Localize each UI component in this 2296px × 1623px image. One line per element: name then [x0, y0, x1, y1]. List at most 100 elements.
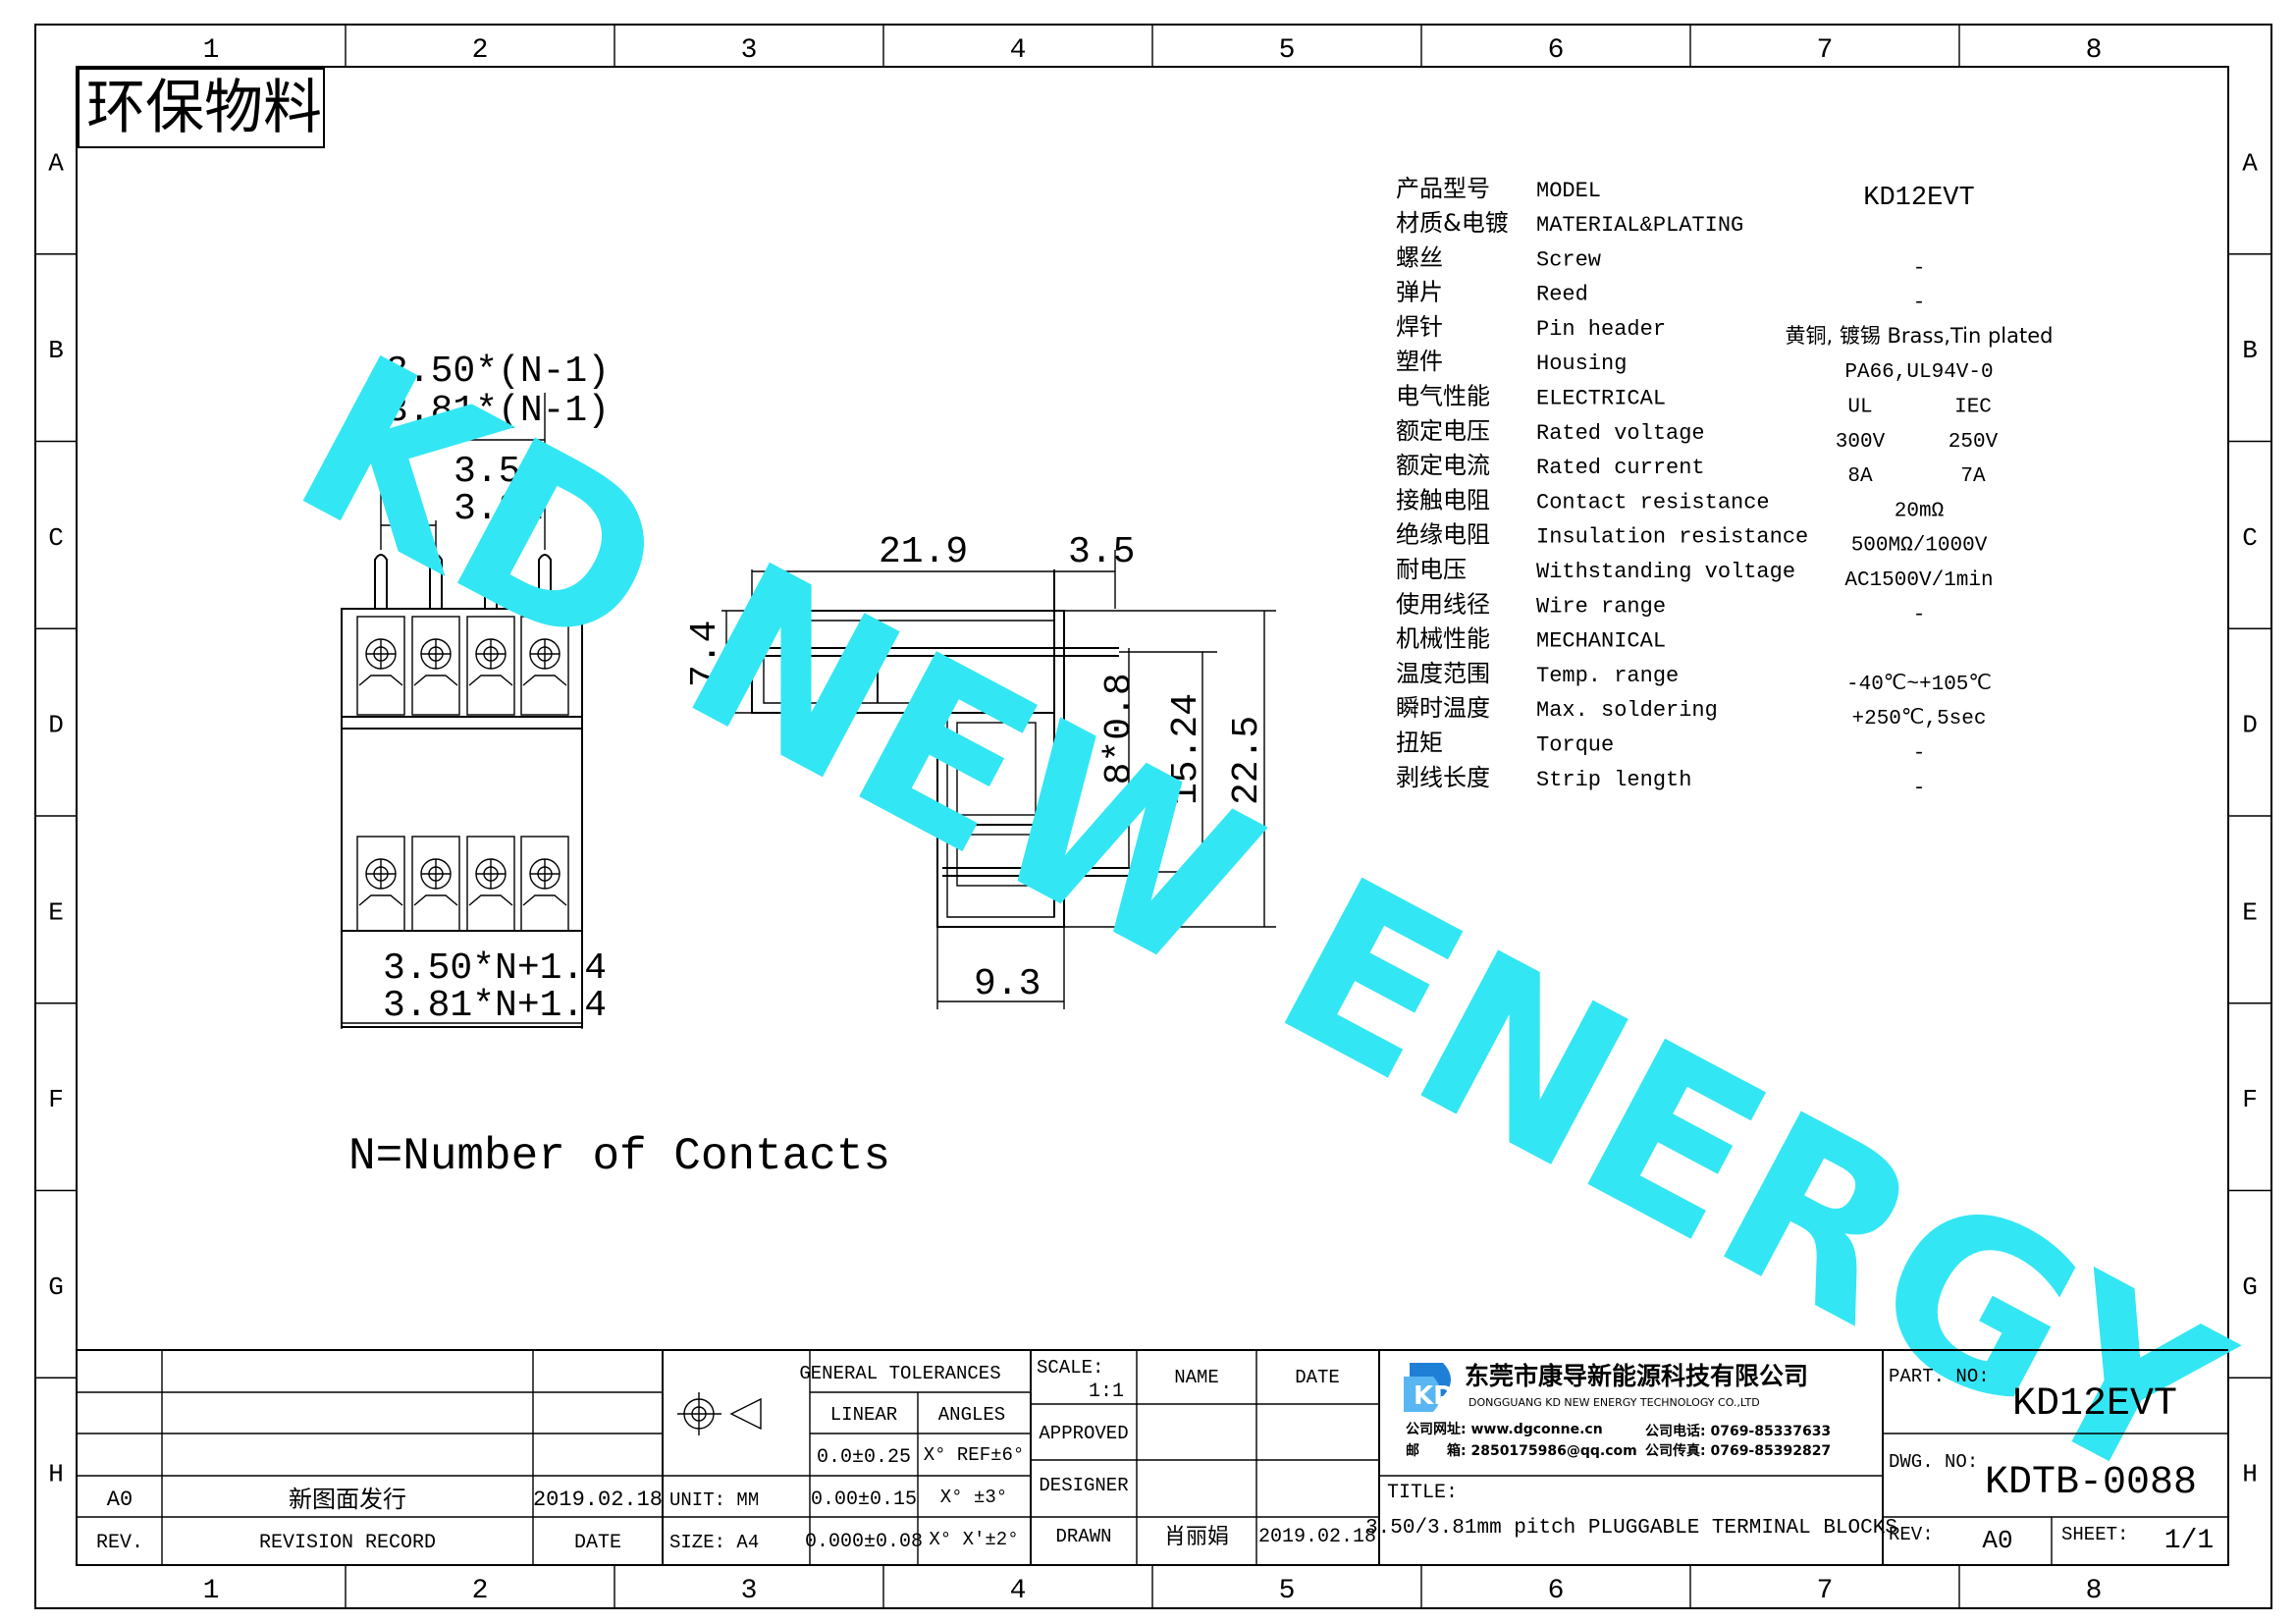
dim-width-b: 3.81*N+1.4: [383, 985, 607, 1027]
col-label-bottom: 3: [741, 1576, 758, 1606]
spec-cn: 机械性能: [1396, 625, 1490, 653]
company-logo: KD: [1404, 1363, 1455, 1412]
spec-val-2: 250V: [1949, 431, 1999, 454]
spec-en: Torque: [1536, 733, 1614, 758]
spec-en: Temp. range: [1536, 664, 1679, 688]
col-label-top: 3: [741, 35, 758, 66]
spec-en: Rated voltage: [1536, 421, 1705, 446]
row-label-left: H: [48, 1460, 64, 1489]
drawn-name: 肖丽娟: [1164, 1525, 1229, 1549]
spec-cn: 电气性能: [1396, 383, 1490, 410]
row-label-right: D: [2242, 711, 2258, 740]
sheet-label: SHEET:: [2061, 1524, 2128, 1545]
title-label: TITLE:: [1387, 1482, 1458, 1504]
spec-val: 500MΩ/1000V: [1851, 535, 1988, 558]
rev-date-label: DATE: [574, 1532, 621, 1554]
col-label-top: 7: [1817, 35, 1834, 66]
spec-cn: 瞬时温度: [1396, 694, 1490, 722]
spec-en: Max. soldering: [1536, 698, 1718, 723]
rev-val: A0: [1982, 1526, 2012, 1555]
contacts-note: N=Number of Contacts: [348, 1131, 890, 1182]
svg-text:KD: KD: [1414, 1381, 1455, 1411]
col-label-bottom: 1: [203, 1576, 220, 1606]
rev-record-label: REVISION RECORD: [259, 1532, 436, 1554]
row-label-left: B: [48, 336, 64, 365]
col-label-bottom: 8: [2086, 1576, 2103, 1606]
col-label-bottom: 4: [1010, 1576, 1027, 1606]
spec-en: Wire range: [1536, 594, 1666, 619]
drawn-date: 2019.02.18: [1258, 1526, 1376, 1548]
rev-date-val: 2019.02.18: [533, 1488, 663, 1512]
spec-cn: 接触电阻: [1396, 486, 1490, 514]
col-label-top: 1: [203, 35, 220, 66]
spec-en: MATERIAL&PLATING: [1536, 213, 1743, 238]
company-cn: 东莞市康导新能源科技有限公司: [1465, 1362, 1808, 1390]
spec-val: -40℃~+105℃: [1846, 674, 1992, 696]
date-label-2: DATE: [1295, 1367, 1340, 1388]
scale-val: 1:1: [1089, 1380, 1124, 1403]
drawn-label: DRAWN: [1055, 1526, 1111, 1547]
dim-pitch-b: 3.81: [454, 488, 543, 530]
spec-val-1: UL: [1847, 397, 1872, 419]
spec-val: 黄铜, 镀锡 Brass,Tin plated: [1785, 324, 2053, 348]
spec-en: Withstanding voltage: [1536, 560, 1795, 584]
company-en: DONGGUANG KD NEW ENERGY TECHNOLOGY CO.,L…: [1468, 1396, 1760, 1409]
spec-val: -: [1913, 257, 1926, 280]
sheet-val: 1/1: [2164, 1526, 2214, 1556]
size: SIZE: A4: [669, 1532, 759, 1553]
row-label-right: C: [2242, 523, 2258, 553]
watermark: KD NEW ENERGY: [259, 307, 2263, 1539]
spec-cn: 绝缘电阻: [1396, 521, 1490, 549]
dim-pitch-a: 3.50: [454, 451, 543, 493]
tol-3: 0.000±0.08: [805, 1531, 923, 1553]
spec-en: Strip length: [1536, 768, 1691, 792]
row-label-right: H: [2242, 1460, 2258, 1489]
dim-15-24: 15.24: [1165, 693, 1207, 805]
spec-val-2: IEC: [1954, 397, 1992, 419]
spec-cn: 额定电压: [1396, 417, 1490, 445]
rev-a0: A0: [107, 1488, 133, 1512]
dim-pitch-n1-b: 3.81*(N-1): [386, 390, 610, 432]
spec-en: ELECTRICAL: [1536, 387, 1666, 411]
general-tolerances: GENERAL TOLERANCES: [799, 1363, 1000, 1384]
spec-en: Housing: [1536, 352, 1627, 376]
scale-label: SCALE:: [1037, 1357, 1103, 1379]
spec-en: Screw: [1536, 247, 1601, 272]
spec-cn: 耐电压: [1396, 556, 1467, 583]
dim-pitch-n1-a: 3.50*(N-1): [386, 351, 610, 393]
spec-val: -: [1913, 743, 1926, 766]
spec-cn: 焊针: [1396, 313, 1443, 341]
spec-cn: 扭矩: [1396, 730, 1443, 757]
stamp-text: 环保物料: [86, 74, 322, 142]
col-label-bottom: 2: [472, 1576, 489, 1606]
dim-7-4: 7.4: [684, 621, 726, 687]
tol-1: 0.0±0.25: [817, 1446, 911, 1469]
title-block: A0 新图面发行 2019.02.18 REV. REVISION RECORD…: [77, 1349, 2228, 1565]
spec-cn: 塑件: [1396, 348, 1443, 375]
spec-val-1: 8A: [1847, 465, 1873, 488]
spec-en: Rated current: [1536, 456, 1705, 480]
spec-val: PA66,UL94V-0: [1844, 361, 1993, 384]
stamp-box: [78, 68, 325, 148]
rev-label-2: REV:: [1889, 1524, 1934, 1545]
spec-val: -: [1913, 778, 1926, 800]
col-label-top: 2: [472, 35, 489, 66]
company-website: 公司网址: www.dgconne.cn: [1406, 1421, 1603, 1437]
side-view: 21.9 3.5 7.4 0.8*0.8 15.24 22.5 9.3: [684, 531, 1276, 1009]
row-label-right: A: [2242, 148, 2258, 178]
part-no-val: KD12EVT: [2012, 1382, 2177, 1427]
designer-label: DESIGNER: [1039, 1475, 1128, 1496]
row-label-right: F: [2242, 1085, 2258, 1114]
row-label-right: B: [2242, 336, 2258, 365]
spec-en: Pin header: [1536, 317, 1666, 342]
col-label-top: 5: [1279, 35, 1296, 66]
company-fax: 公司传真: 0769-85392827: [1645, 1442, 1831, 1459]
spec-en: Contact resistance: [1536, 490, 1770, 514]
spec-val: -: [1913, 604, 1926, 626]
unit: UNIT: MM: [669, 1489, 759, 1511]
spec-cn: 材质&电镀: [1396, 209, 1509, 237]
company-phone: 公司电话: 0769-85337633: [1645, 1423, 1831, 1439]
spec-val: -: [1913, 293, 1926, 315]
